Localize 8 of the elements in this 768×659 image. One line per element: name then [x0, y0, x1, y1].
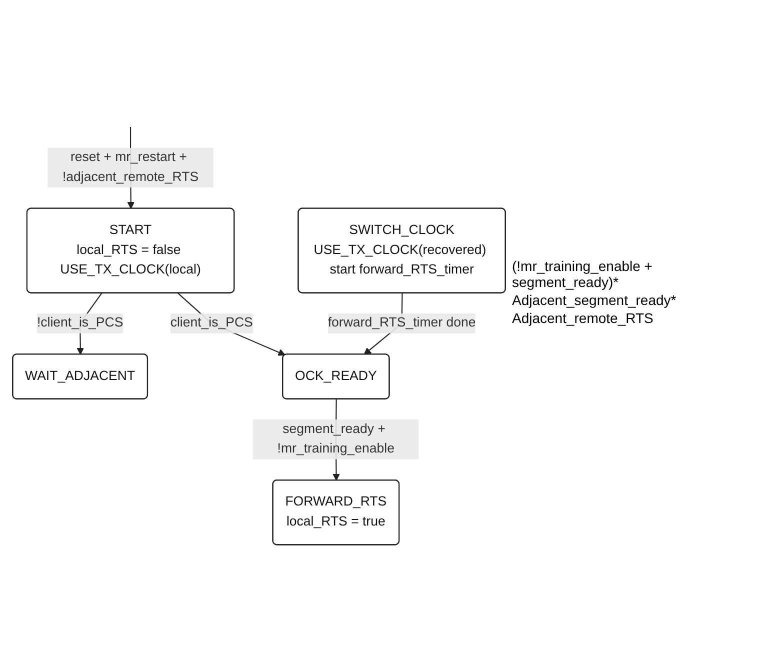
edge-label: reset + mr_restart + !adjacent_remote_RTS: [62, 150, 199, 184]
note-text: (!mr_training_enable + segment_ready)*: [512, 258, 654, 290]
edge-label: forward_RTS_timer done: [328, 316, 476, 330]
edge-label: client_is_PCS: [170, 316, 253, 330]
edge-label: !client_is_PCS: [36, 316, 124, 330]
edge-label: segment_ready + !mr_training_enable: [277, 422, 394, 456]
note-text: Adjacent_segment_ready*: [512, 292, 678, 308]
note-text: Adjacent_remote_RTS: [512, 310, 654, 326]
